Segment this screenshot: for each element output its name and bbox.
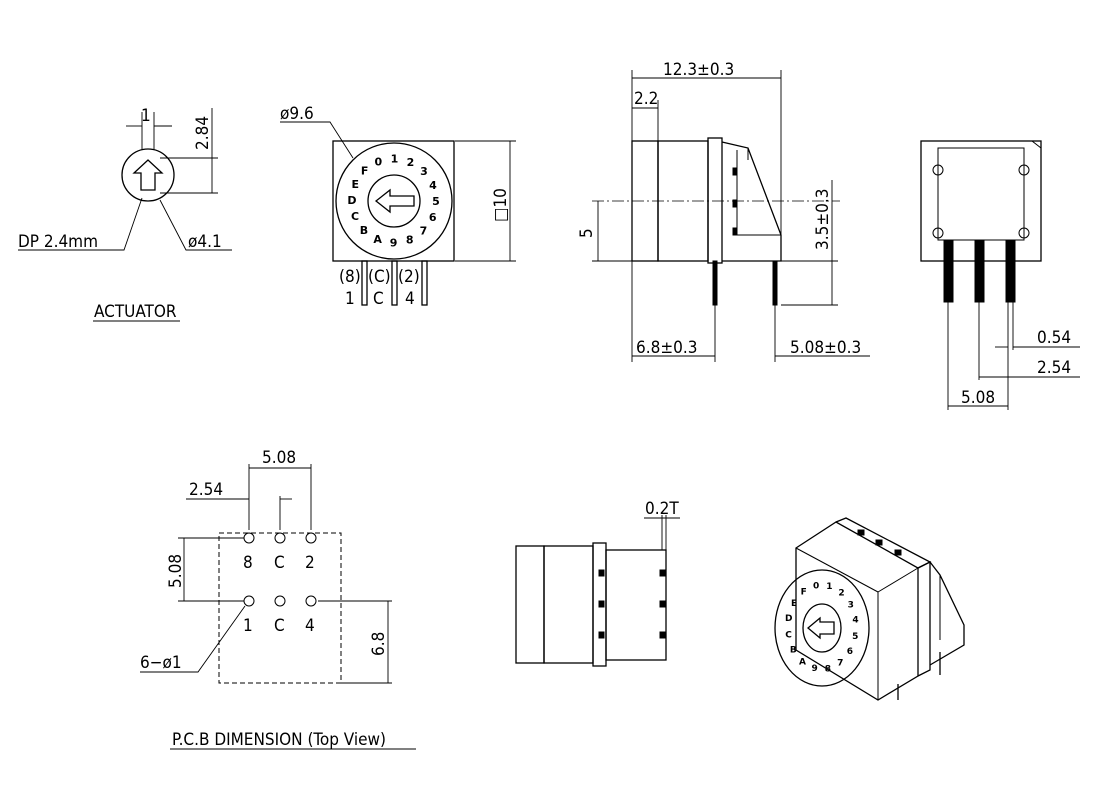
actuator-view: 1 2.84 DP 2.4mm ø4.1 ACTUATOR [18, 106, 232, 322]
dial-char-2: 2 [407, 156, 415, 169]
pcb-dim-5-08-vert: 5.08 [166, 554, 186, 588]
dim-0-54: 0.54 [1037, 328, 1071, 348]
dim-5: 5 [577, 228, 597, 238]
pcb-dim-6-8: 6.8 [369, 632, 389, 656]
pcb-label-8: 8 [243, 553, 253, 573]
actuator-width-dim: 1 [141, 106, 151, 126]
dim-2-2: 2.2 [634, 89, 658, 109]
dial-char-a: A [799, 657, 806, 667]
pcb-holes-label: 6−ø1 [140, 653, 182, 673]
dial-char-7: 7 [420, 225, 428, 238]
pcb-title: P.C.B DIMENSION (Top View) [172, 730, 386, 750]
actuator-height-dim: 2.84 [193, 116, 213, 150]
dial-char-1: 1 [391, 153, 399, 166]
dial-char-e: E [791, 599, 797, 609]
dim-5-08-rear: 5.08 [961, 388, 995, 408]
dial-char-f: F [801, 588, 807, 598]
pcb-label-c-bottom: C [274, 616, 285, 636]
pin-top-1: (8) [339, 267, 361, 287]
dial-char-2: 2 [838, 589, 844, 599]
dial-char-5: 5 [432, 195, 440, 208]
dial-char-4: 4 [429, 179, 437, 192]
pcb-label-c-top: C [274, 553, 285, 573]
dial-char-d: D [347, 194, 356, 207]
dial-char-a: A [373, 233, 382, 246]
dial-char-9: 9 [811, 664, 817, 674]
dial-char-9: 9 [390, 237, 398, 250]
phi96-label: ø9.6 [280, 104, 314, 124]
dim-12-3: 12.3±0.3 [663, 60, 734, 80]
pin-top-4: (2) [398, 267, 420, 287]
dial-char-8: 8 [825, 664, 831, 674]
dial-char-6: 6 [847, 647, 853, 657]
dial-char-3: 3 [848, 600, 854, 610]
dim-5-08: 5.08±0.3 [790, 338, 861, 358]
sq10-label: □10 [491, 188, 511, 222]
pcb-dim-2-54: 2.54 [189, 480, 223, 500]
pcb-label-1: 1 [243, 616, 253, 636]
dp-label: DP 2.4mm [18, 232, 98, 252]
dial-char-c: C [785, 630, 792, 640]
dial-char-e: E [352, 178, 360, 191]
pcb-view: 8 C 2 1 C 4 5.08 2.54 5.08 6.8 6−ø1 P.C.… [140, 448, 416, 750]
pin-top-c: (C) [368, 267, 391, 287]
dim-0-2t: 0.2T [645, 499, 679, 519]
dial-char-d: D [785, 614, 792, 624]
phi41-label: ø4.1 [188, 232, 222, 252]
pcb-label-4: 4 [305, 616, 315, 636]
pcb-label-2: 2 [305, 553, 315, 573]
actuator-title: ACTUATOR [94, 302, 177, 322]
bottom-side-view: 0.2T [515, 499, 680, 667]
dial-char-c: C [351, 210, 359, 223]
dial-char-7: 7 [837, 658, 843, 668]
dial-char-b: B [790, 646, 797, 656]
dim-3-5: 3.5±0.3 [813, 189, 833, 250]
pin-bottom-c: C [373, 289, 384, 309]
pin-bottom-4: 4 [405, 289, 415, 309]
dial-char-1: 1 [826, 582, 832, 592]
pcb-dim-5-08: 5.08 [262, 448, 296, 468]
dial-char-6: 6 [429, 211, 437, 224]
pin-bottom-1: 1 [345, 289, 355, 309]
dial-char-f: F [361, 165, 369, 178]
dial-char-8: 8 [406, 233, 414, 246]
dial-char-0: 0 [813, 582, 819, 592]
side-view: 12.3±0.3 2.2 5 3.5±0.3 6.8±0.3 5.08±0.3 [577, 60, 870, 362]
dim-6-8: 6.8±0.3 [636, 338, 697, 358]
dial-char-0: 0 [374, 156, 382, 169]
rear-view: 0.54 2.54 5.08 [920, 140, 1080, 410]
dial-char-4: 4 [852, 616, 858, 626]
dial-char-b: B [360, 224, 368, 237]
dim-2-54-rear: 2.54 [1037, 358, 1071, 378]
dial-char-3: 3 [420, 165, 428, 178]
dial-char-5: 5 [852, 632, 858, 642]
